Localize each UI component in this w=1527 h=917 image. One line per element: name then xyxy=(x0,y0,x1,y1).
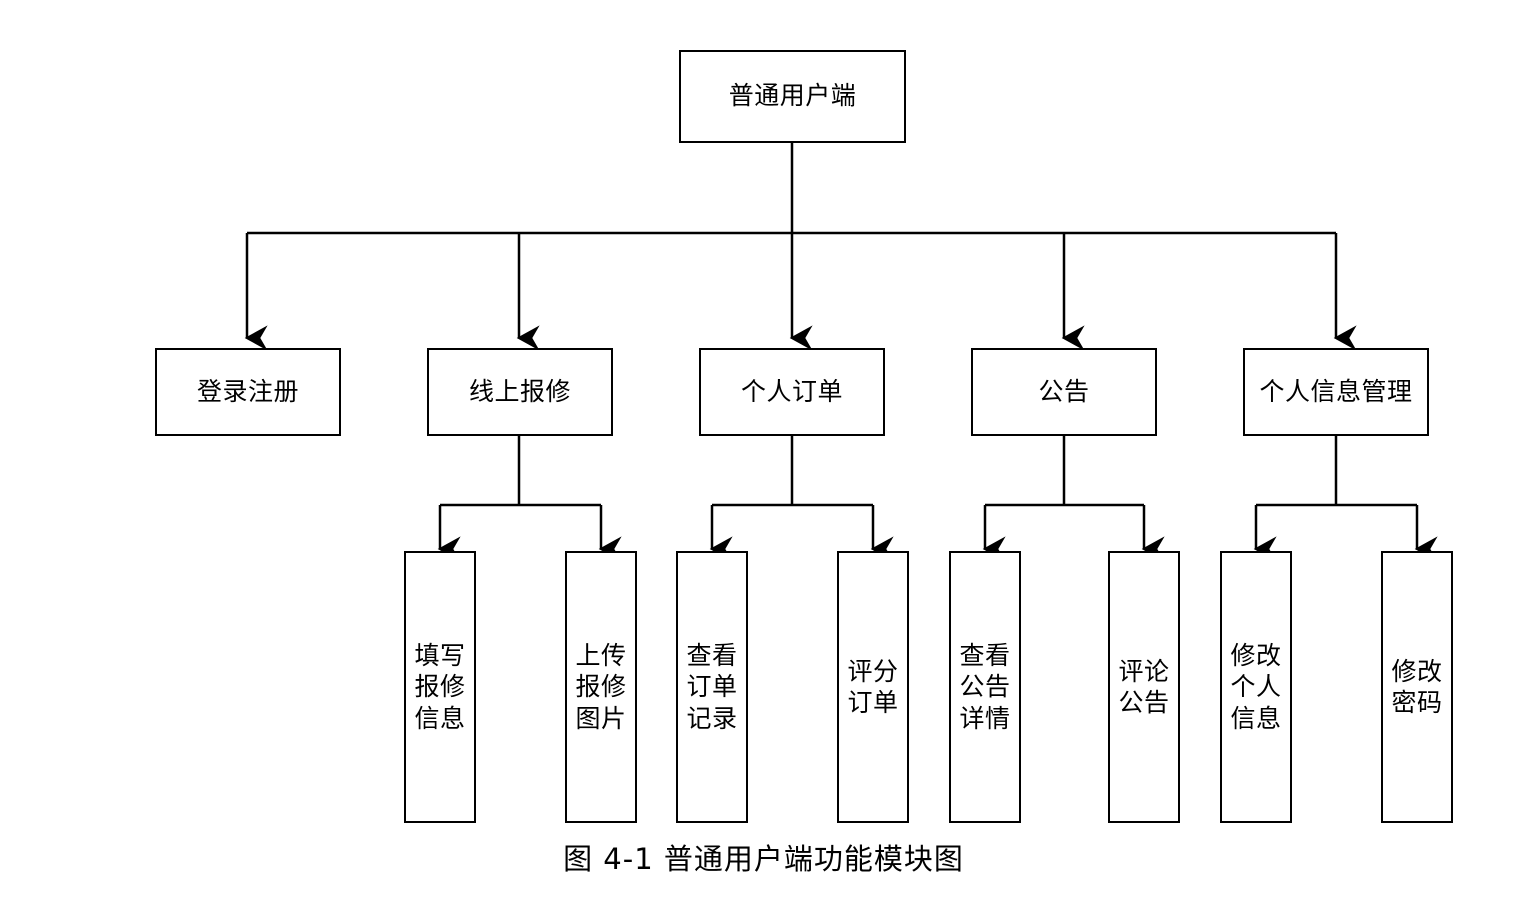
node-edit-profile-label: 修改个人信息 xyxy=(1230,640,1282,733)
node-login-register-label: 登录注册 xyxy=(196,376,299,406)
node-view-order-records[interactable]: 查看订单记录 xyxy=(676,551,748,823)
node-profile-management-label: 个人信息管理 xyxy=(1259,376,1413,406)
node-edit-profile[interactable]: 修改个人信息 xyxy=(1220,551,1292,823)
node-change-password-label: 修改密码 xyxy=(1391,656,1443,718)
node-login-register[interactable]: 登录注册 xyxy=(155,348,341,436)
node-root-label: 普通用户端 xyxy=(728,81,857,111)
figure-caption: 图 4-1 普通用户端功能模块图 xyxy=(563,842,964,876)
node-comment-announcement-label: 评论公告 xyxy=(1118,656,1170,718)
node-rate-order-label: 评分订单 xyxy=(847,656,899,718)
node-profile-management[interactable]: 个人信息管理 xyxy=(1243,348,1429,436)
node-view-announcement-detail[interactable]: 查看公告详情 xyxy=(949,551,1021,823)
node-announcement[interactable]: 公告 xyxy=(971,348,1157,436)
node-upload-repair-image[interactable]: 上传报修图片 xyxy=(565,551,637,823)
node-online-repair-label: 线上报修 xyxy=(468,376,571,406)
node-fill-repair-info[interactable]: 填写报修信息 xyxy=(404,551,476,823)
node-online-repair[interactable]: 线上报修 xyxy=(427,348,613,436)
node-fill-repair-info-label: 填写报修信息 xyxy=(414,640,466,733)
node-change-password[interactable]: 修改密码 xyxy=(1381,551,1453,823)
node-rate-order[interactable]: 评分订单 xyxy=(837,551,909,823)
node-view-announcement-detail-label: 查看公告详情 xyxy=(959,640,1011,733)
node-comment-announcement[interactable]: 评论公告 xyxy=(1108,551,1180,823)
node-view-order-records-label: 查看订单记录 xyxy=(686,640,738,733)
node-announcement-label: 公告 xyxy=(1038,376,1090,406)
node-upload-repair-image-label: 上传报修图片 xyxy=(575,640,627,733)
node-root[interactable]: 普通用户端 xyxy=(679,50,906,143)
node-personal-order[interactable]: 个人订单 xyxy=(699,348,885,436)
node-personal-order-label: 个人订单 xyxy=(740,376,843,406)
